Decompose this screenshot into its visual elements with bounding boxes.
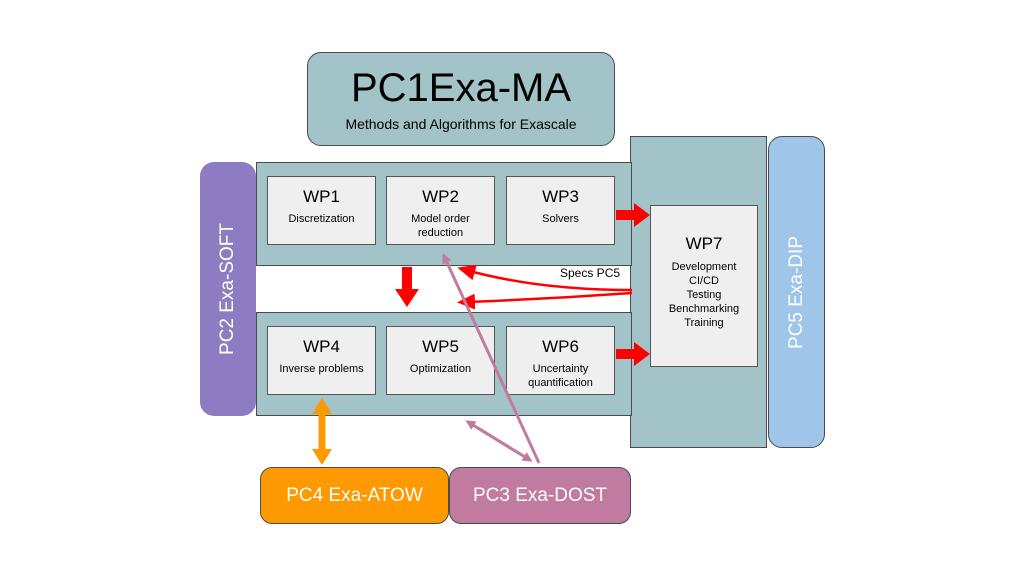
arrow-wp6-to-wp7 <box>616 342 650 366</box>
pc1-title: PC1Exa-MA <box>350 66 572 110</box>
wp1-desc: Discretization <box>288 213 355 225</box>
wp7-desc: Development CI/CD Testing Benchmarking T… <box>668 261 740 329</box>
wp1-box: WP1 Discretization <box>267 176 376 245</box>
wp6-box: WP6 Uncertainty quantification <box>506 326 615 395</box>
wp5-box: WP5 Optimization <box>386 326 495 395</box>
specs-pc5-label: Specs PC5 <box>560 266 621 280</box>
arrow-top-to-bottom <box>395 267 419 307</box>
wp3-title: WP3 <box>542 187 579 206</box>
wp3-desc: Solvers <box>542 213 579 225</box>
arrow-pc4-wp4 <box>312 398 332 465</box>
wp4-desc: Inverse problems <box>279 363 364 375</box>
pc5-box: PC5 Exa-DIP <box>768 136 825 448</box>
wp2-desc: Model order reduction <box>411 213 470 239</box>
arrow-pc3-wp5 <box>465 420 533 462</box>
wp2-title: WP2 <box>422 187 459 206</box>
wp3-box: WP3 Solvers <box>506 176 615 245</box>
wp4-box: WP4 Inverse problems <box>267 326 376 395</box>
wp5-desc: Optimization <box>409 363 472 375</box>
arrow-pc3-wp2 <box>442 253 541 464</box>
pc2-box: PC2 Exa-SOFT <box>200 162 256 416</box>
pc4-label: PC4 Exa-ATOW <box>286 484 423 506</box>
wp6-desc: Uncertainty quantification <box>528 363 593 389</box>
pc4-box: PC4 Exa-ATOW <box>260 467 449 524</box>
wp7-title: WP7 <box>685 234 723 253</box>
pc1-subtitle: Methods and Algorithms for Exascale <box>345 116 577 132</box>
pc3-box: PC3 Exa-DOST <box>449 467 631 524</box>
wp4-title: WP4 <box>303 337 340 356</box>
wp5-title: WP5 <box>422 337 459 356</box>
wp7-box: WP7 Development CI/CD Testing Benchmarki… <box>650 205 758 367</box>
pc1-header: PC1Exa-MA Methods and Algorithms for Exa… <box>307 52 615 146</box>
pc3-label: PC3 Exa-DOST <box>472 484 608 506</box>
wp1-title: WP1 <box>303 187 340 206</box>
wp2-box: WP2 Model order reduction <box>386 176 495 245</box>
wp6-title: WP6 <box>542 337 579 356</box>
arrow-wp7-feedback <box>457 264 633 310</box>
arrow-wp3-to-wp7 <box>616 203 650 227</box>
